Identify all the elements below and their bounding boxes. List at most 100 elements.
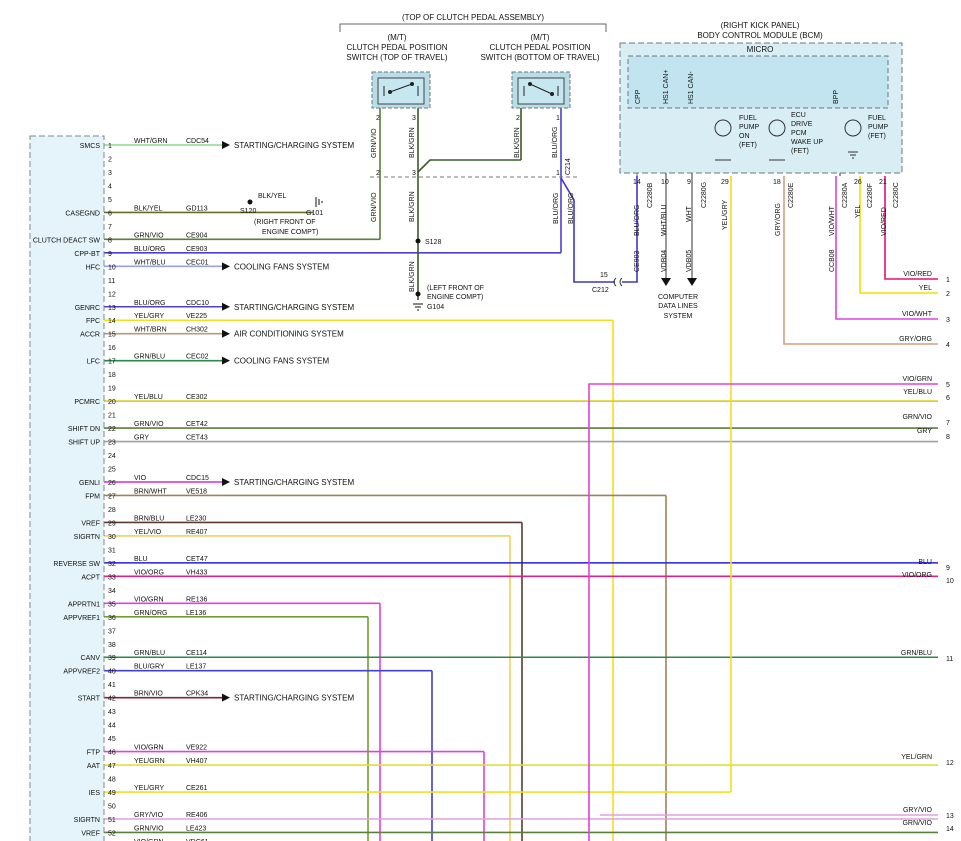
switch-bottom-line1: (M/T)	[530, 33, 549, 42]
system-arrow-icon	[222, 329, 230, 338]
pcm-pin-number: 36	[108, 615, 116, 622]
pcm-circuit-id: CET42	[186, 421, 208, 428]
right-terminal-color: YEL/BLU	[903, 389, 932, 396]
s120-label: S120	[240, 208, 256, 215]
bcm-hs1n-label: HS1 CAN-	[688, 71, 695, 104]
pcm-pin-number: 47	[108, 763, 116, 770]
pcm-wire-color: GRN/ORG	[134, 610, 167, 617]
computer-data-l1: COMPUTER	[658, 294, 698, 301]
vdb04-label: VDB04	[661, 250, 668, 272]
pcm-circuit-id: CE302	[186, 394, 208, 401]
pcm-signal-name: CASEGND	[65, 210, 100, 217]
bcm-micro-label: MICRO	[747, 45, 774, 54]
sw2-wire-bluorg: BLU/ORG	[552, 126, 559, 158]
pcm-wire-color: GRY	[134, 435, 149, 442]
right-terminal-number: 9	[946, 565, 950, 572]
pcm-circuit-id: CE904	[186, 232, 208, 239]
pcm-wire-color: BRN/VIO	[134, 691, 163, 698]
blkyel-ground-wire: BLK/YEL	[258, 193, 287, 200]
pcm-pin-number: 19	[108, 386, 116, 393]
switch-top-line3: SWITCH (TOP OF TRAVEL)	[346, 53, 448, 62]
computer-data-l2: DATA LINES	[658, 303, 698, 310]
bcm-cpp-wire	[622, 176, 638, 283]
pcm-wire-color: YEL/GRY	[134, 785, 165, 792]
pcm-wire-color: VIO/GRN	[134, 596, 164, 603]
pcm-connector-box	[29, 135, 105, 841]
pcm-pin-number: 18	[108, 372, 116, 379]
ce903-label: CE903	[634, 250, 641, 272]
pcm-wire-color: BLU/GRY	[134, 664, 165, 671]
system-destination: COOLING FANS SYSTEM	[234, 357, 329, 366]
pin26-wire-label: YEL	[855, 205, 862, 218]
switch-bottom-pivot	[528, 82, 532, 86]
ccb08-label: CCB08	[829, 249, 836, 272]
pcm-signal-name: FPM	[85, 493, 100, 500]
pcm-pin-number: 16	[108, 345, 116, 352]
system-arrow-icon	[222, 356, 230, 365]
pcm-signal-name: START	[78, 696, 101, 703]
pcm-signal-name: APPVREF2	[63, 669, 100, 676]
bcm-pin-9: 9	[687, 179, 691, 186]
pcm-pin-number: 50	[108, 804, 116, 811]
pcm-pin-number: 34	[108, 588, 116, 595]
pcm-circuit-id: RE136	[186, 596, 208, 603]
pcm-circuit-id: CDC10	[186, 300, 209, 307]
switch-top-contact	[410, 82, 414, 86]
pcm-signal-name: AAT	[87, 763, 101, 770]
system-arrow-icon	[222, 302, 230, 311]
pcm-pin-number: 14	[108, 318, 116, 325]
bcm-gryorg-wire	[783, 176, 938, 345]
pcm-pin-number: 29	[108, 520, 116, 527]
data-line-arrow-2	[687, 278, 697, 286]
pcm-wire-color: BRN/WHT	[134, 488, 167, 495]
pcm-wire-color: GRN/BLU	[134, 354, 165, 361]
bcm-cpp-label: CPP	[635, 89, 642, 104]
sw2-jumper-wire	[417, 159, 521, 173]
rf-engine-note-2: ENGINE COMPT)	[262, 229, 318, 236]
switch-top-pivot	[388, 90, 392, 94]
pcm-circuit-id: LE423	[186, 825, 206, 832]
pcm-pin-number: 7	[108, 224, 112, 231]
pcm-pin-number: 37	[108, 628, 116, 635]
bcm-yel-wire	[859, 176, 938, 294]
right-terminal-color: BLU	[918, 559, 932, 566]
pcm-signal-name: VREF	[81, 520, 100, 527]
right-terminal-color: GRN/VIO	[902, 820, 932, 827]
pcm-signal-name: GENRC	[75, 305, 100, 312]
pcm-pin-number: 3	[108, 170, 112, 177]
pcm-wire-color: GRN/VIO	[134, 232, 164, 239]
pcm-signal-name: CANV	[81, 655, 101, 662]
pcm-signal-name: SMCS	[80, 143, 101, 150]
c2280b-label: C2280B	[647, 182, 654, 208]
pcm-wire-color: YEL/GRY	[134, 313, 165, 320]
pcm-pin-number: 44	[108, 723, 116, 730]
right-terminal-number: 3	[946, 317, 950, 324]
right-terminal-number: 11	[946, 656, 953, 663]
pcm-signal-name: CLUTCH DEACT SW	[33, 237, 101, 244]
ecu-l1: ECU	[791, 112, 806, 119]
switch-top-line1: (M/T)	[387, 33, 406, 42]
bcm-pin-26: 26	[854, 179, 862, 186]
pcm-pin-number: 33	[108, 574, 116, 581]
pcm-circuit-id: RE407	[186, 529, 208, 536]
pcm-pin-number: 48	[108, 777, 116, 784]
pcm-signal-name: VREF	[81, 830, 100, 837]
right-terminal-number: 10	[946, 578, 954, 585]
pcm-pin-number: 2	[108, 156, 112, 163]
system-destination: STARTING/CHARGING SYSTEM	[234, 303, 354, 312]
pcm-wire-color: YEL/GRN	[134, 758, 165, 765]
pcm-wire-color: BLK/YEL	[134, 205, 163, 212]
right-terminal-number: 14	[946, 826, 954, 833]
bcm-vioreed-wire	[884, 176, 938, 280]
pcm-signal-name: CPP-BT	[74, 251, 100, 258]
bcm-pin-29: 29	[721, 179, 729, 186]
pcm-signal-name: SHIFT DN	[68, 426, 100, 433]
bcm-viowht-wire	[835, 176, 938, 320]
pcm-circuit-id: CE903	[186, 246, 208, 253]
pcm-circuit-id: CDC54	[186, 138, 209, 145]
g101-label: G101	[306, 210, 323, 217]
lower-wire-blkgrn: BLK/GRN	[409, 191, 416, 222]
pcm-circuit-id: CET47	[186, 556, 208, 563]
pcm-circuit-id: VE225	[186, 313, 207, 320]
